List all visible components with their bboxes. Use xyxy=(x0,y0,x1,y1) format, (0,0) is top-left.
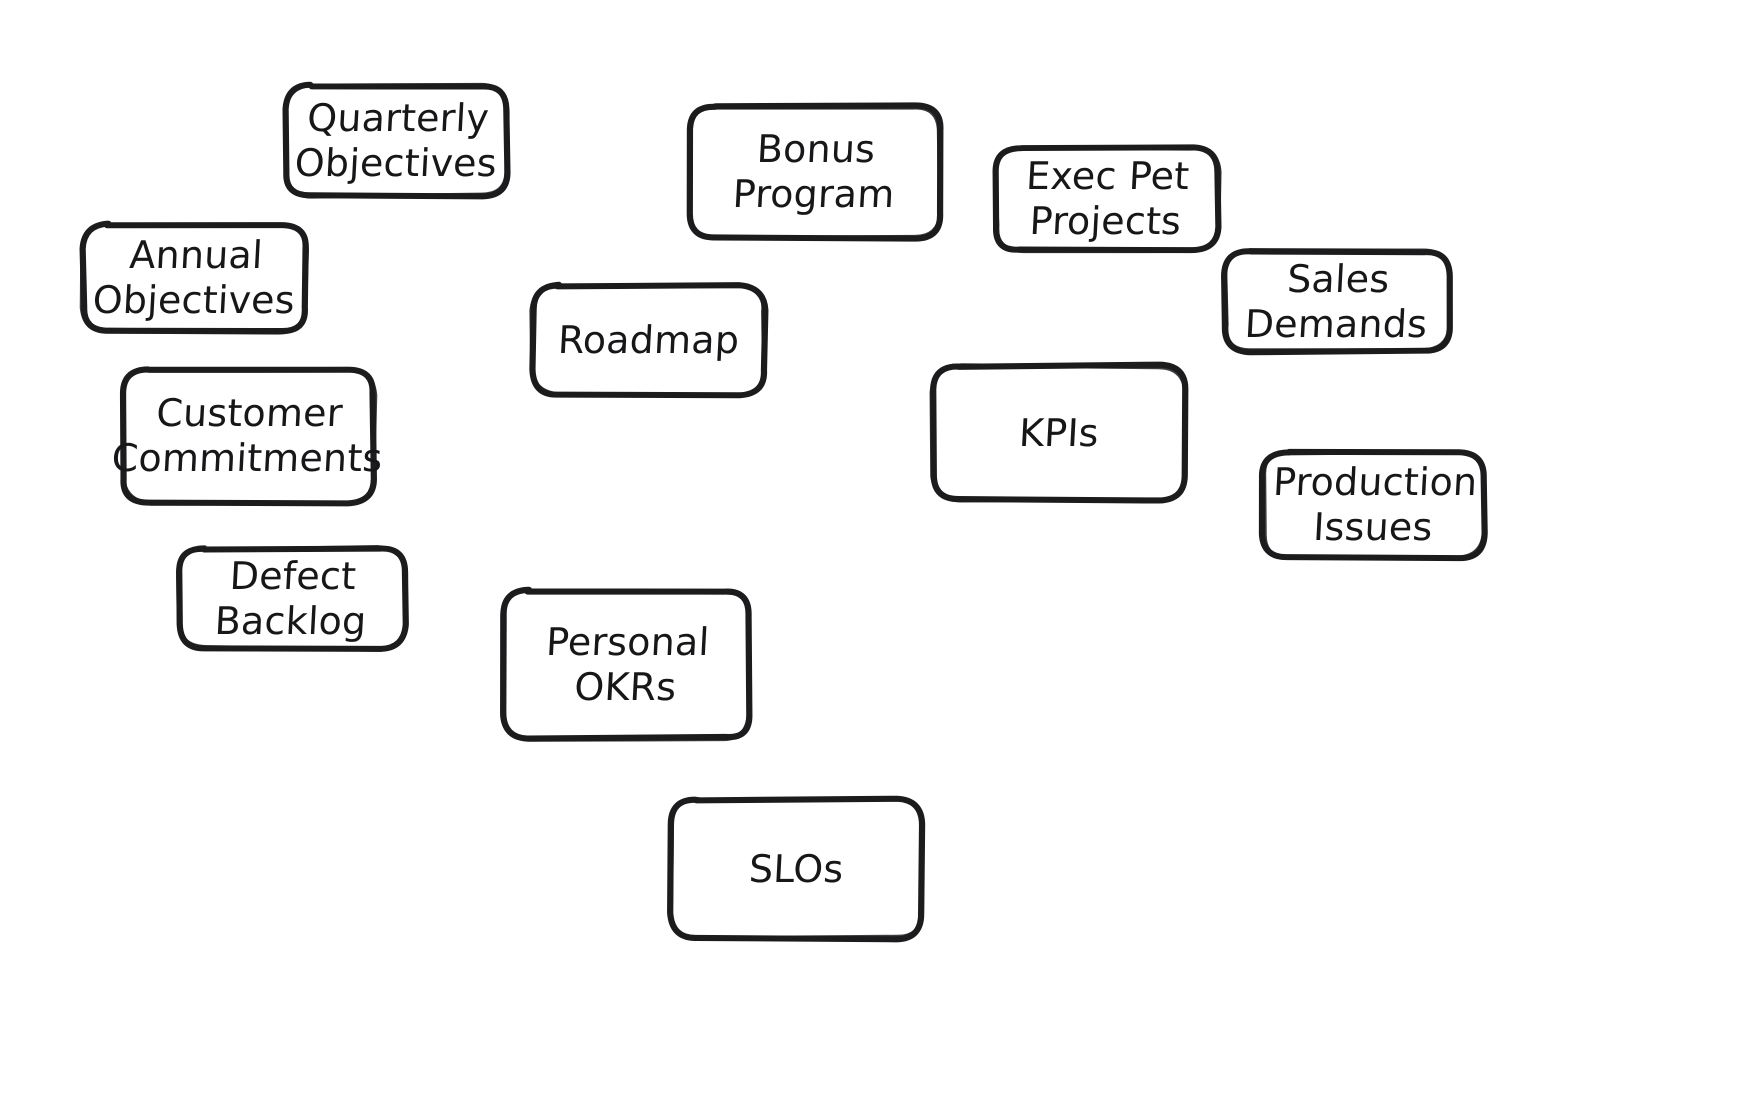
sketch-node-label: Annual Objectives xyxy=(91,233,296,322)
sketch-node-label: SLOs xyxy=(748,846,845,891)
sketch-node-label: Quarterly Objectives xyxy=(293,96,498,185)
sketch-node-annual-objectives[interactable]: Annual Objectives xyxy=(79,220,310,335)
sketch-node-defect-backlog[interactable]: Defect Backlog xyxy=(176,544,409,652)
sketch-node-customer-commitments[interactable]: Customer Commitments xyxy=(111,366,384,507)
sketch-node-exec-pet-projects[interactable]: Exec Pet Projects xyxy=(992,144,1222,254)
sketch-node-label: Personal OKRs xyxy=(544,619,711,709)
sketch-node-slos[interactable]: SLOs xyxy=(667,795,926,943)
sketch-node-quarterly-objectives[interactable]: Quarterly Objectives xyxy=(282,81,511,200)
sketch-node-sales-demands[interactable]: Sales Demands xyxy=(1221,248,1453,356)
sketch-node-label: Production Issues xyxy=(1271,460,1479,549)
sketch-node-label: KPIs xyxy=(1018,410,1100,455)
sketch-node-label: Exec Pet Projects xyxy=(1025,154,1191,243)
sketch-node-personal-okrs[interactable]: Personal OKRs xyxy=(500,586,753,742)
sketch-node-label: Sales Demands xyxy=(1243,256,1429,346)
sketch-node-bonus-program[interactable]: Bonus Program xyxy=(686,102,944,242)
sketch-node-label: Bonus Program xyxy=(731,127,896,216)
sketch-node-production-issues[interactable]: Production Issues xyxy=(1258,448,1488,562)
sketch-node-kpis[interactable]: KPIs xyxy=(929,361,1189,504)
sketch-node-label: Defect Backlog xyxy=(213,553,368,643)
sketch-node-roadmap[interactable]: Roadmap xyxy=(529,281,769,399)
sketch-node-label: Customer Commitments xyxy=(110,391,384,480)
sketch-node-label: Roadmap xyxy=(557,317,741,362)
